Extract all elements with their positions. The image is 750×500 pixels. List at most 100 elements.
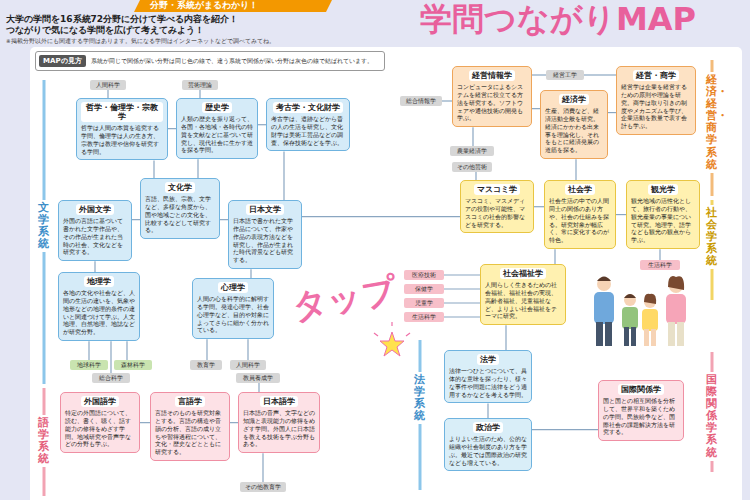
field-box: 歴史学人類の歴史を振り返って、各国・各地域・各時代の特質を文献などに基づいて研究… xyxy=(176,98,258,159)
field-description: 言語そのものを研究対象とする。言語の構造や音韻の分析、言語の成り立ちや習得過程に… xyxy=(155,409,225,456)
field-description: 経営学は企業を経営するための原則や理論を研究。商学は取り引きの制度やメカニズムを… xyxy=(621,83,691,130)
connector-line xyxy=(250,269,251,278)
person-head xyxy=(624,294,636,306)
guide-heading: MAPの見方 xyxy=(39,55,86,67)
connector-line xyxy=(107,90,108,98)
field-box: 外国語学特定の外国語について、読む、書く、聴く、話す能力の修得をめざす学問。地域… xyxy=(60,392,140,453)
connector-line xyxy=(197,159,198,178)
related-field-name: 生活科学 xyxy=(404,314,444,320)
related-field-tag: 人間科学 xyxy=(90,80,126,90)
field-description: 人類の歴史を振り返って、各国・各地域・各時代の特質を文献などに基づいて研究し、現… xyxy=(181,115,253,154)
system-label: 社会学系統 xyxy=(706,205,717,269)
related-field-tag: 地球科学 xyxy=(70,360,108,370)
field-name: 国際関係学 xyxy=(618,384,664,395)
related-field-tag: 教育学 xyxy=(190,360,222,370)
map-panel xyxy=(30,47,742,500)
related-field-name: 経営工学 xyxy=(546,72,584,78)
field-name: 外国語学 xyxy=(81,396,119,407)
field-name: 経営・商学 xyxy=(633,70,679,81)
field-box: 観光学観光地域の活性化として、旅行者の行動や、観光産業の事業について研究。地理学… xyxy=(626,180,700,249)
connector-line xyxy=(302,216,460,217)
star-shape xyxy=(380,332,404,356)
system-label: 文学系統 xyxy=(38,200,49,252)
connector-line xyxy=(126,341,127,360)
field-box: マスコミ学マスコミ、マスメディアの役割や可能性、マスコミの社会的影響などを研究す… xyxy=(460,180,534,233)
connector-line xyxy=(110,341,111,373)
related-field-name: 児童学 xyxy=(404,300,444,306)
related-field-name: 保健学 xyxy=(404,286,444,292)
connector-line xyxy=(472,127,473,146)
related-field-name: 人間科学 xyxy=(90,82,126,88)
related-field-tag: 総合科学 xyxy=(92,373,130,383)
connector-line xyxy=(534,206,544,207)
field-name: 外国文学 xyxy=(76,204,114,215)
connector-line xyxy=(283,151,284,200)
field-description: 生産、消費など、経済活動全般を研究。経済にかかわる出来事を理論化し、それをもとに… xyxy=(545,107,603,154)
field-box: 心理学人間の心を科学的に解明する学問。発達心理学、社会心理学など、目的や対象によ… xyxy=(192,278,274,339)
field-name: 日本語学 xyxy=(260,396,298,407)
related-field-tag: 生活科学 xyxy=(404,312,444,322)
field-description: 考古学は、遺跡などから昔の人の生活を研究し、文化財学は美術工芸品などの調査、保存… xyxy=(271,115,345,146)
field-box: 言語学言語そのものを研究対象とする。言語の構造や音韻の分析、言語の成り立ちや習得… xyxy=(150,392,230,461)
connector-line xyxy=(132,219,140,220)
related-field-tag: 農業経済学 xyxy=(450,146,494,156)
guide-text: 系統が同じで関係が深い分野は同じ色の線で、違う系統で関係が深い分野は灰色の線で結… xyxy=(91,57,373,65)
person-leg xyxy=(668,322,675,346)
connector-line xyxy=(659,249,660,260)
field-box: 国際関係学国と国との相互関係を分析して、世界平和を築くための学問。民族紛争など、… xyxy=(598,380,684,441)
field-description: よりよい生活のため、公的な組織や社会制度のあり方を学ぶ。最近では国際政治の研究な… xyxy=(449,435,527,466)
system-label: 語学系統 xyxy=(38,415,49,467)
related-field-name: 森林科学 xyxy=(114,362,152,368)
field-box: 政治学よりよい生活のため、公的な組織や社会制度のあり方を学ぶ。最近では国際政治の… xyxy=(444,418,532,471)
field-box: 社会福祉学人間らしく生きるための社会福祉、福祉社会の実現、高齢者福祉、児童福祉な… xyxy=(480,264,566,325)
field-description: 国と国との相互関係を分析して、世界平和を築くための学問。民族紛争など、国際社会の… xyxy=(603,397,679,436)
field-name: 経営情報学 xyxy=(469,70,515,81)
field-box: 地理学各地の文化や社会など、人間の生活の違いを、気象や地形などの地理的条件の違い… xyxy=(58,272,140,341)
field-name: 考古学・文化財学 xyxy=(273,102,343,113)
field-name: 日本文学 xyxy=(246,204,284,215)
connector-line xyxy=(230,422,238,423)
connector-line xyxy=(153,160,154,178)
related-field-name: その他教育学 xyxy=(240,484,286,490)
connector-line xyxy=(532,74,546,75)
person-body xyxy=(622,307,638,329)
related-field-tag: 医療技術 xyxy=(404,270,444,280)
field-description: 社会生活の中での人間同士の関係のあり方や、社会の仕組みを探る。研究対象が幅広く、… xyxy=(549,197,611,244)
field-description: マスコミ、マスメディアの役割や可能性、マスコミの社会的影響などを研究する。 xyxy=(465,197,529,228)
connector-line xyxy=(94,261,95,272)
related-field-tag: 人間科学 xyxy=(230,360,266,370)
banner-ribbon xyxy=(134,0,332,12)
related-field-tag: 総合情報学 xyxy=(400,96,442,106)
field-name: 哲学・倫理学・宗教学 xyxy=(81,102,163,122)
connector-line xyxy=(444,302,480,303)
field-box: 法学法律一つひとつについて、具体的な意味を探ったり、様々な事件や問題に法律をどう… xyxy=(444,350,532,403)
field-name: 政治学 xyxy=(473,422,503,433)
related-field-name: 教員養成学 xyxy=(236,375,280,381)
field-description: 言語、民族、宗教、文学など、多様な角度から、国や地域ごとの文化を、比較するなどし… xyxy=(145,195,215,234)
connector-line xyxy=(505,325,506,350)
field-description: 外国の言語に基づいて書かれた文学作品や、その作品が生まれた当時の社会、文化などを… xyxy=(63,217,127,256)
connector-line xyxy=(140,422,150,423)
related-field-tag: 教員養成学 xyxy=(236,373,280,383)
connector-line xyxy=(475,172,476,180)
field-name: 心理学 xyxy=(218,282,248,293)
field-box: 経済学生産、消費など、経済活動全般を研究。経済にかかわる出来事を理論化し、それを… xyxy=(540,90,608,159)
field-description: 日本語で書かれた文学作品について、作家や作品の表現方法などを研究し、作品が生まれ… xyxy=(233,217,297,264)
system-label: 国際関係学系統 xyxy=(706,372,717,461)
person-leg xyxy=(596,322,603,346)
field-description: 哲学は人間の本質を追究する学問、倫理学は人の生き方、宗教学は教理や信仰を研究する… xyxy=(81,124,163,155)
field-description: 法律一つひとつについて、具体的な意味を探ったり、様々な事件や問題に法律をどう適用… xyxy=(449,367,527,398)
related-field-tag: 森林科学 xyxy=(114,360,152,370)
related-field-tag: その他芸術 xyxy=(452,162,492,172)
field-description: 特定の外国語について、読む、書く、聴く、話す能力の修得をめざす学問。地域研究や音… xyxy=(65,409,135,448)
related-field-name: その他芸術 xyxy=(452,164,492,170)
field-box: 外国文学外国の言語に基づいて書かれた文学作品や、その作品が生まれた当時の社会、文… xyxy=(58,200,132,261)
related-field-name: 教育学 xyxy=(190,362,222,368)
person-hair xyxy=(624,294,636,298)
watermark: タップ xyxy=(290,271,400,326)
field-box: 哲学・倫理学・宗教学哲学は人間の本質を追究する学問、倫理学は人の生き方、宗教学は… xyxy=(76,98,168,160)
person-hair xyxy=(668,276,684,290)
connector-line xyxy=(532,429,598,430)
